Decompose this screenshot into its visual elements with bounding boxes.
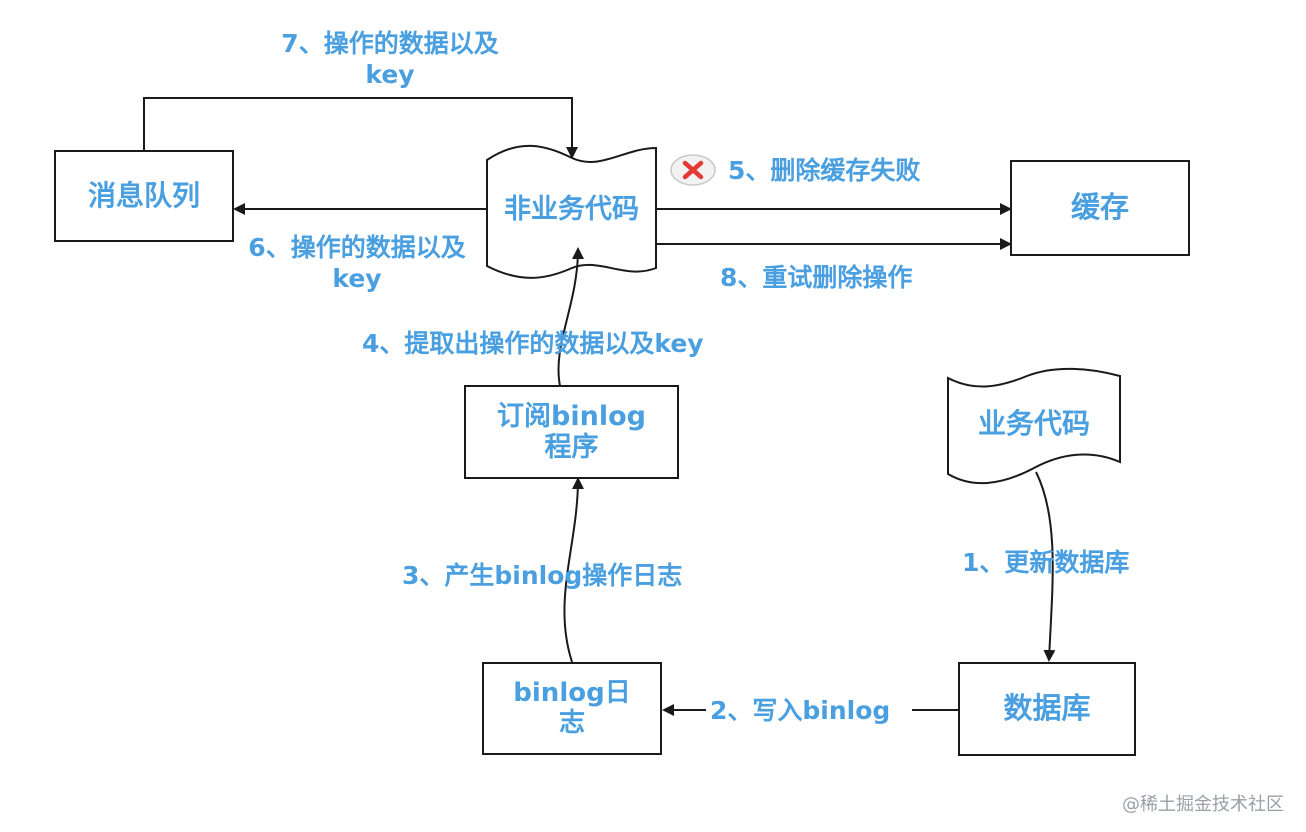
business-code-label: 业务代码 bbox=[977, 406, 1090, 440]
binlog-log-label-line1: binlog日 bbox=[513, 677, 631, 708]
business-code-shape bbox=[947, 367, 1121, 485]
cache-node: 缓存 bbox=[1010, 160, 1190, 256]
close-icon bbox=[670, 154, 716, 186]
binlog-subscriber-node: 订阅binlog 程序 bbox=[464, 385, 679, 479]
non-business-code-label: 非业务代码 bbox=[504, 194, 639, 226]
step5-label: 5、删除缓存失败 bbox=[728, 156, 921, 185]
non-business-code-shape bbox=[486, 144, 657, 279]
binlog-subscriber-label-line1: 订阅binlog bbox=[497, 400, 646, 432]
edge-step4 bbox=[557, 247, 584, 387]
edge-step1 bbox=[1035, 471, 1056, 662]
step3-label: 3、产生binlog操作日志 bbox=[402, 561, 683, 590]
message-queue-node: 消息队列 bbox=[54, 150, 234, 242]
step6-label-line1: 6、操作的数据以及 bbox=[248, 233, 466, 262]
binlog-log-node: binlog日 志 bbox=[482, 662, 662, 755]
step6-label: 6、操作的数据以及 key bbox=[212, 232, 502, 295]
step7-label: 7、操作的数据以及 key bbox=[240, 28, 540, 91]
non-business-code-node: 非业务代码 bbox=[487, 188, 656, 232]
message-queue-label: 消息队列 bbox=[87, 178, 200, 212]
database-label: 数据库 bbox=[1003, 691, 1091, 726]
step6-label-line2: key bbox=[332, 264, 382, 294]
edge-step3 bbox=[563, 477, 584, 663]
step8-label: 8、重试删除操作 bbox=[720, 263, 913, 292]
step2-label: 2、写入binlog bbox=[710, 696, 891, 725]
cache-label: 缓存 bbox=[1070, 190, 1129, 225]
step1-label: 1、更新数据库 bbox=[962, 548, 1130, 577]
step7-label-line1: 7、操作的数据以及 bbox=[281, 29, 499, 58]
edge-step7 bbox=[143, 97, 578, 159]
step4-label: 4、提取出操作的数据以及key bbox=[362, 329, 704, 358]
binlog-log-label-line2: 志 bbox=[558, 707, 585, 738]
watermark: @稀土掘金技术社区 bbox=[1122, 794, 1284, 815]
business-code-node: 业务代码 bbox=[948, 402, 1120, 446]
binlog-subscriber-label-line2: 程序 bbox=[544, 432, 599, 463]
step7-label-line2: key bbox=[365, 60, 415, 90]
database-node: 数据库 bbox=[958, 662, 1136, 756]
